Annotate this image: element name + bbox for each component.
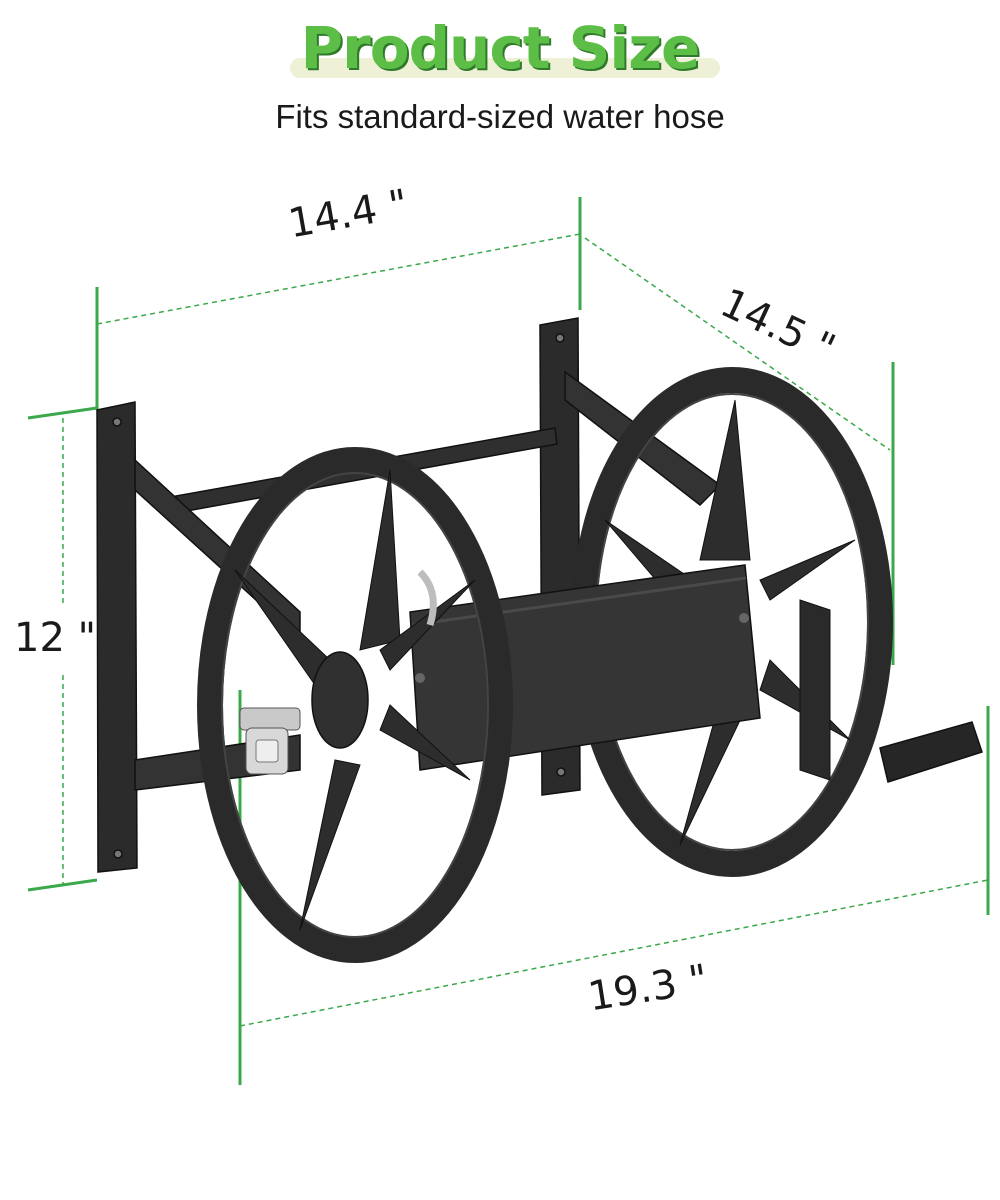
page-subtitle: Fits standard-sized water hose xyxy=(275,98,725,135)
height-dimension-label: 12 " xyxy=(14,615,97,661)
width-dashed-line xyxy=(96,233,581,325)
swivel-fitting xyxy=(239,569,437,775)
height-tick-top xyxy=(27,406,98,420)
hose-drum xyxy=(409,564,761,771)
front-mount-bracket xyxy=(96,401,301,873)
depth-dashed-line xyxy=(584,237,891,451)
crank-handle xyxy=(799,599,983,783)
length-dashed-line xyxy=(239,879,989,1027)
dimension-lines xyxy=(27,197,990,1085)
title-highlight-bar xyxy=(290,58,720,78)
page-title: Product Size xyxy=(300,14,701,82)
front-wheel xyxy=(197,447,513,963)
